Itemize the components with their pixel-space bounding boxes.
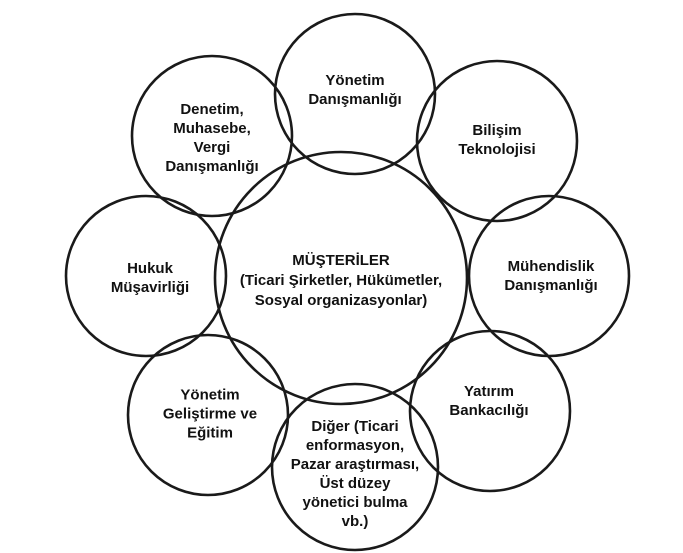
label-line: Danışmanlığı	[504, 277, 598, 294]
label-bilisim-teknolojisi: Bilişim Teknolojisi	[458, 121, 535, 159]
label-muhendislik-danismanligi: Mühendislik Danışmanlığı	[504, 257, 597, 295]
label-line: Muhasebe,	[173, 120, 251, 137]
label-line: Üst düzey	[319, 475, 391, 492]
label-line: Yönetim	[325, 72, 385, 89]
label-line: Hukuk	[127, 260, 173, 277]
label-line: Yönetim	[180, 386, 240, 404]
label-line: Danışmanlığı	[165, 158, 259, 175]
label-line: yönetici bulma	[302, 494, 408, 511]
circle-hukuk-musavirligi	[64, 194, 228, 358]
label-line: Denetim,	[180, 101, 244, 118]
center-circle	[213, 150, 469, 406]
center-label: MÜŞTERİLER (Ticari Şirketler, Hükümetler…	[240, 251, 442, 311]
label-line: Müşavirliği	[110, 279, 190, 296]
center-label-line: Sosyal organizasyonlar)	[254, 292, 428, 309]
label-yatirim-bankaciligi: Yatırım Bankacılığı	[449, 382, 528, 420]
label-hukuk-musavirligi: Hukuk Müşavirliği	[111, 259, 189, 297]
circle-diger	[270, 382, 440, 552]
circle-yonetim-gelistirme-egitim	[126, 333, 290, 497]
label-line: Geliştirme ve	[162, 405, 258, 423]
label-line: Vergi	[193, 139, 231, 156]
label-line: Diğer (Ticari	[311, 418, 399, 435]
label-line: Bankacılığı	[449, 402, 529, 419]
center-label-line: MÜŞTERİLER	[292, 252, 390, 269]
label-line: Pazar araştırması,	[290, 456, 420, 473]
label-yonetim-danismanligi: Yönetim Danışmanlığı	[308, 71, 401, 109]
label-line: Mühendislik	[507, 258, 595, 275]
label-line: Yatırım	[463, 383, 515, 400]
circle-denetim-muhasebe-vergi	[130, 54, 294, 218]
label-line: Eğitim	[187, 424, 233, 442]
circle-yonetim-danismanligi	[273, 12, 437, 176]
label-line: Teknolojisi	[458, 141, 536, 158]
label-denetim-muhasebe-vergi: Denetim, Muhasebe, Vergi Danışmanlığı	[165, 100, 258, 176]
label-line: Danışmanlığı	[308, 91, 402, 108]
circle-yatirim-bankaciligi	[408, 329, 572, 493]
label-line: enformasyon,	[305, 437, 405, 454]
label-line: Bilişim	[472, 122, 522, 139]
label-yonetim-gelistirme-egitim: Yönetim Geliştirme ve Eğitim	[163, 386, 257, 443]
center-label-line: (Ticari Şirketler, Hükümetler,	[239, 272, 443, 289]
circle-bilisim-teknolojisi	[415, 59, 579, 223]
label-diger: Diğer (Ticari enformasyon, Pazar araştır…	[291, 417, 419, 531]
label-line: vb.)	[341, 513, 369, 530]
